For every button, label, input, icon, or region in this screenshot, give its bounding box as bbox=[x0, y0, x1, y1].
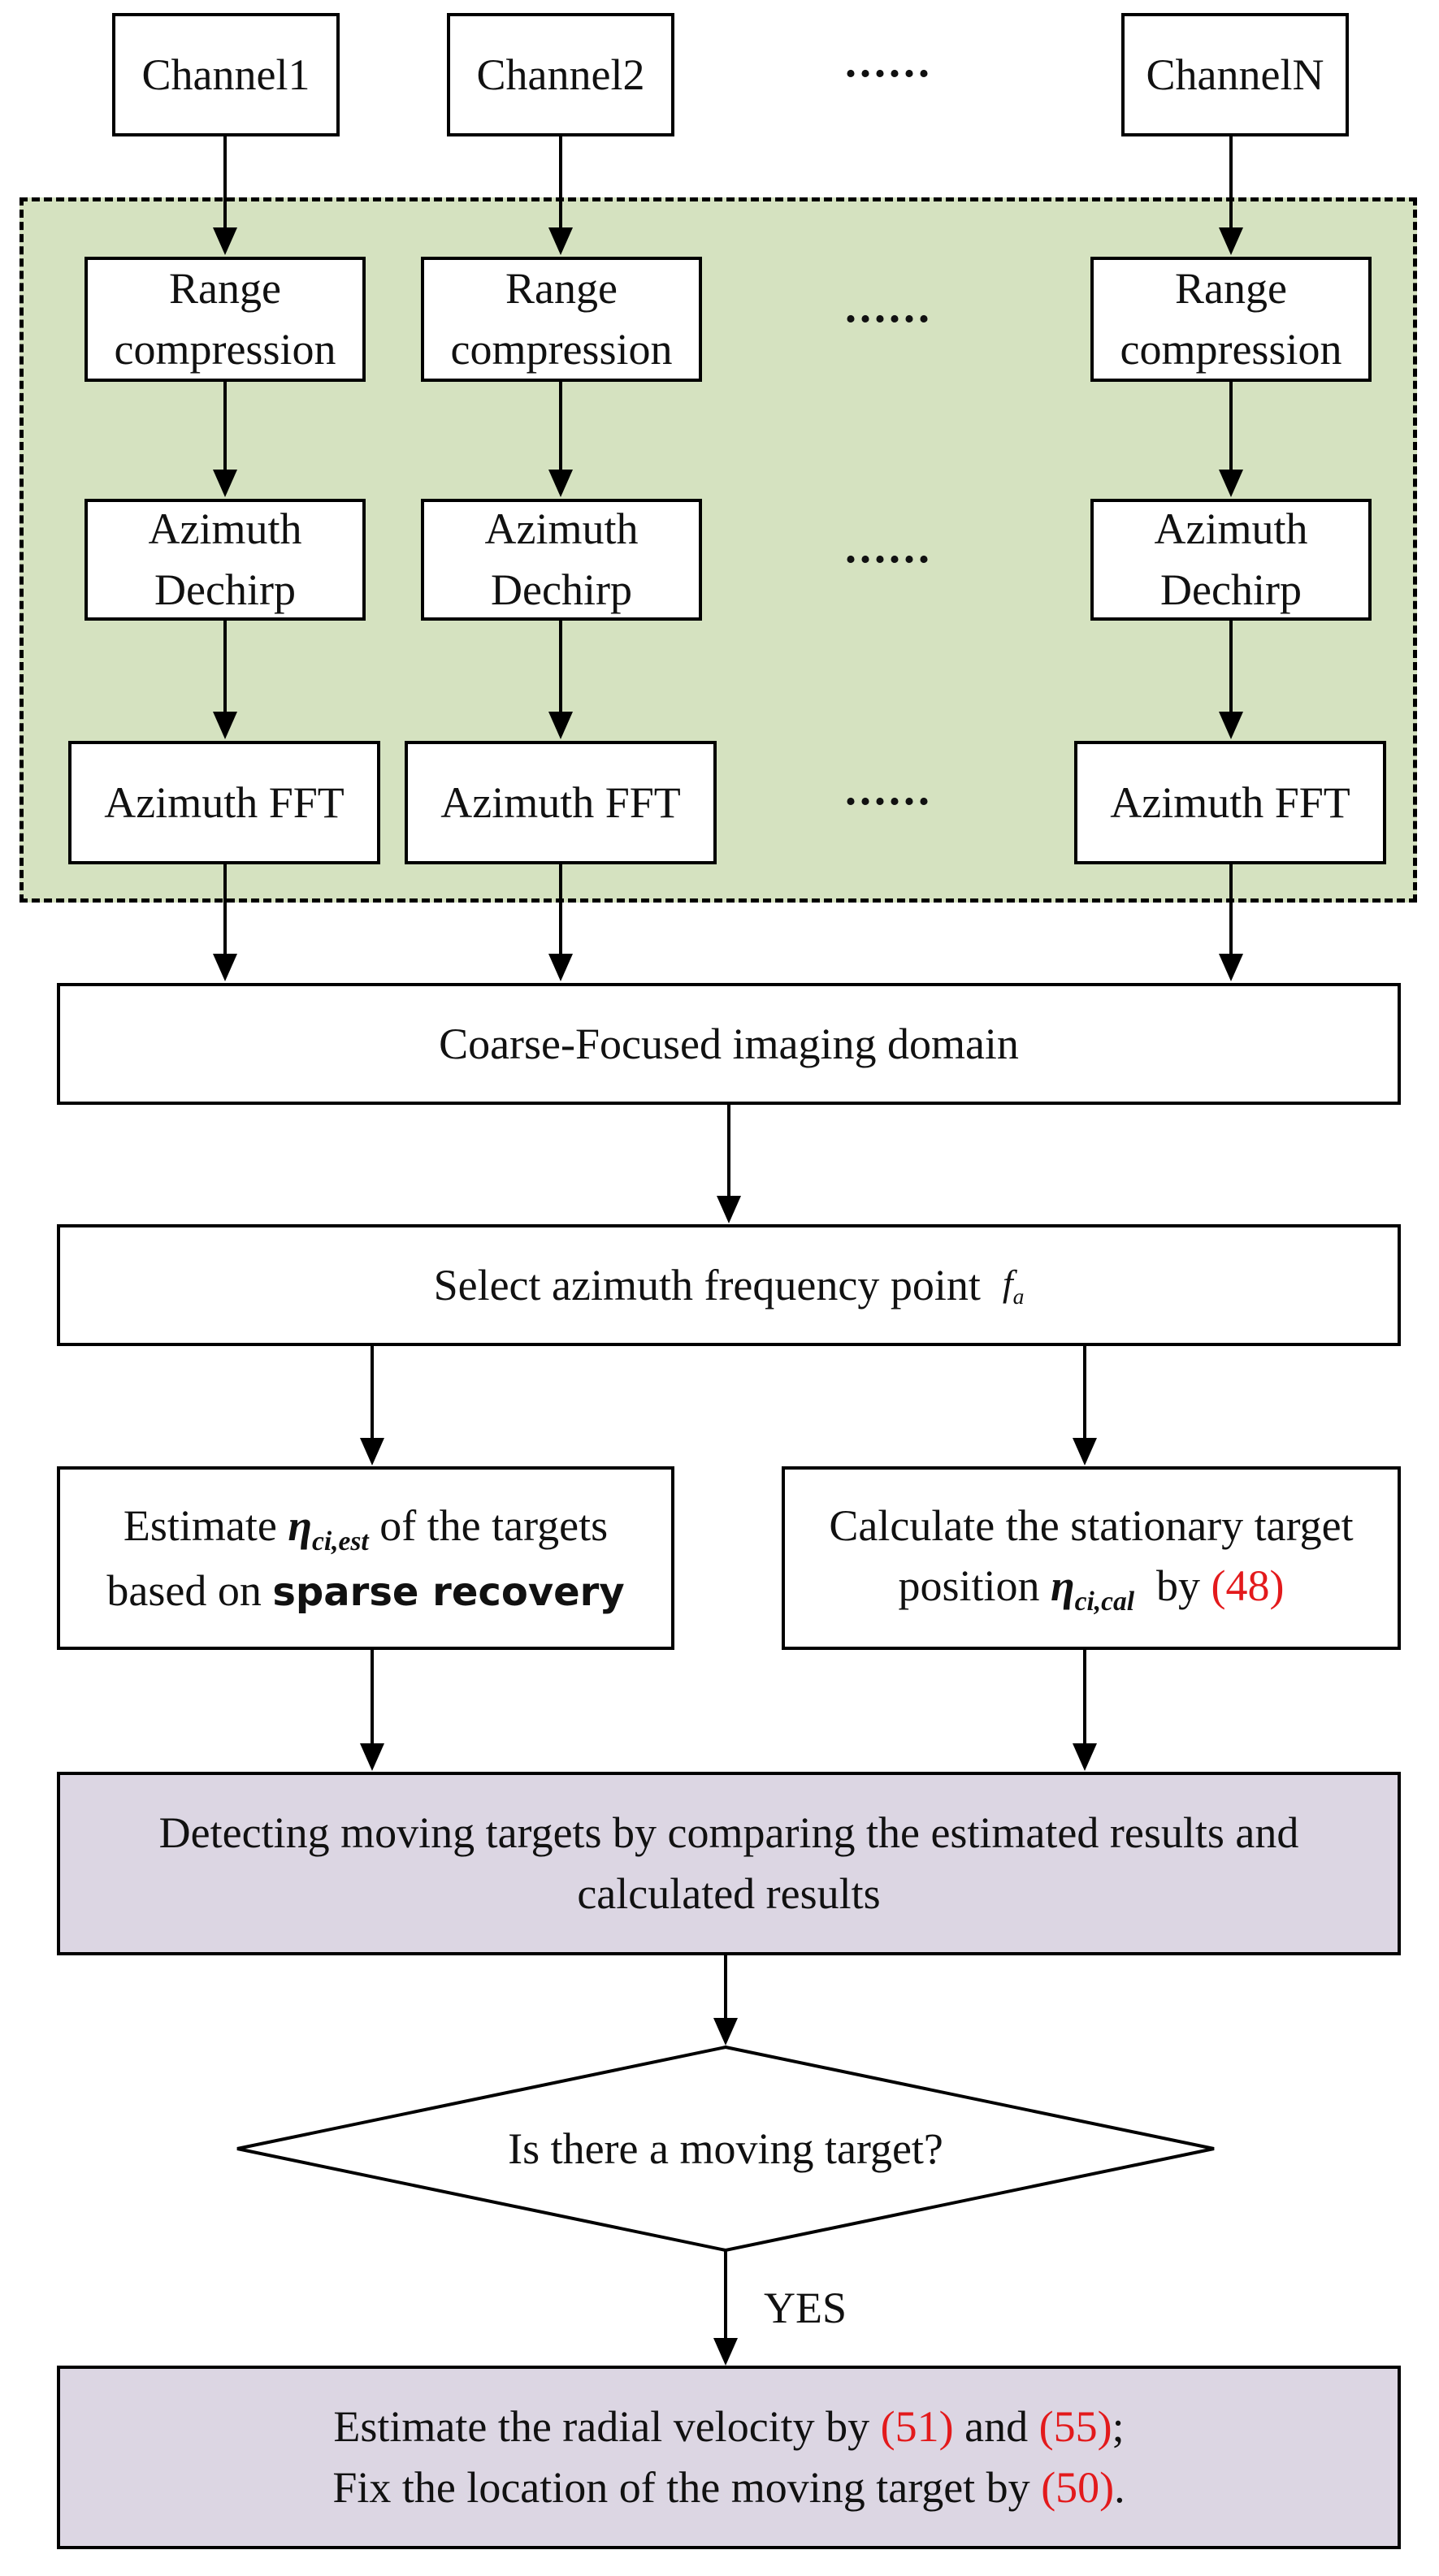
eta-est-base: η bbox=[288, 1500, 312, 1550]
arrowhead-coarse-select bbox=[717, 1196, 741, 1223]
arrowhead-c2-4 bbox=[548, 954, 573, 981]
range-compression-line2: compression bbox=[114, 325, 336, 374]
azimuth-fft-box-n: Azimuth FFT bbox=[1074, 741, 1386, 864]
final-estimate-box: Estimate the radial velocity by (51) and… bbox=[57, 2366, 1401, 2549]
frequency-symbol: fa bbox=[1003, 1258, 1025, 1312]
reference-51: (51) bbox=[880, 2402, 954, 2452]
azimuth-fft-box-1: Azimuth FFT bbox=[68, 741, 380, 864]
final-line2-pre: Fix the location of the moving target by bbox=[332, 2463, 1042, 2512]
estimate-eta-box: Estimate ηci,est of the targets based on… bbox=[57, 1466, 674, 1650]
azimuth-fft-label: Azimuth FFT bbox=[104, 777, 345, 827]
channel-2-label: Channel2 bbox=[476, 50, 645, 99]
decision-label: Is there a moving target? bbox=[234, 2045, 1217, 2253]
azimuth-dechirp-line2: Dechirp bbox=[154, 565, 296, 614]
sparse-recovery-text: sparse recovery bbox=[272, 1569, 625, 1615]
estimate-line2-pre: based on bbox=[106, 1565, 273, 1615]
range-compression-line1: Range bbox=[505, 264, 618, 314]
range-compression-ellipsis: ...... bbox=[845, 282, 933, 332]
range-compression-line1: Range bbox=[1175, 264, 1287, 314]
reference-55: (55) bbox=[1038, 2402, 1112, 2452]
coarse-focused-box: Coarse-Focused imaging domain bbox=[57, 983, 1401, 1105]
channel-1-label: Channel1 bbox=[141, 50, 310, 99]
arrowhead-select-estimate bbox=[360, 1438, 384, 1466]
calculate-line1: Calculate the stationary target bbox=[829, 1500, 1354, 1550]
detecting-line1: Detecting moving targets by comparing th… bbox=[158, 1808, 1299, 1858]
arrowhead-select-calculate bbox=[1073, 1438, 1097, 1466]
azimuth-dechirp-line1: Azimuth bbox=[148, 504, 302, 554]
final-line1-pre: Estimate the radial velocity by bbox=[333, 2402, 881, 2452]
range-compression-line2: compression bbox=[450, 325, 673, 374]
channel-ellipsis: ...... bbox=[845, 37, 933, 87]
select-frequency-label: Select azimuth frequency point bbox=[433, 1260, 981, 1310]
decision-text: Is there a moving target? bbox=[508, 2124, 943, 2173]
reference-50: (50) bbox=[1041, 2463, 1115, 2512]
arrowhead-detecting-decision bbox=[713, 2018, 738, 2046]
channel-2-box: Channel2 bbox=[447, 13, 674, 136]
coarse-focused-label: Coarse-Focused imaging domain bbox=[439, 1019, 1019, 1068]
azimuth-fft-box-2: Azimuth FFT bbox=[405, 741, 717, 864]
azimuth-dechirp-line1: Azimuth bbox=[484, 504, 639, 554]
detecting-line2: calculated results bbox=[577, 1869, 881, 1918]
estimate-pre: Estimate bbox=[123, 1500, 288, 1550]
azimuth-fft-label: Azimuth FFT bbox=[440, 777, 681, 827]
select-frequency-box: Select azimuth frequency point fa bbox=[57, 1224, 1401, 1346]
azimuth-dechirp-ellipsis: ...... bbox=[845, 522, 933, 573]
azimuth-dechirp-line1: Azimuth bbox=[1154, 504, 1308, 554]
calculate-line2-mid: by bbox=[1134, 1561, 1211, 1611]
range-compression-box-n: Range compression bbox=[1090, 257, 1372, 382]
arrowhead-cn-4 bbox=[1219, 954, 1243, 981]
final-line1-mid: and bbox=[953, 2402, 1039, 2452]
range-compression-line1: Range bbox=[169, 264, 281, 314]
final-line1-post: ; bbox=[1112, 2402, 1125, 2452]
final-line2-post: . bbox=[1114, 2463, 1125, 2512]
eta-est-sub: ci,est bbox=[311, 1526, 369, 1556]
reference-48: (48) bbox=[1211, 1561, 1285, 1611]
range-compression-box-1: Range compression bbox=[85, 257, 366, 382]
calculate-line2-pre: position bbox=[898, 1561, 1051, 1611]
calculate-eta-box: Calculate the stationary target position… bbox=[782, 1466, 1401, 1650]
estimate-post: of the targets bbox=[368, 1500, 609, 1550]
azimuth-fft-label: Azimuth FFT bbox=[1110, 777, 1350, 827]
arrowhead-c1-4 bbox=[213, 954, 237, 981]
azimuth-dechirp-line2: Dechirp bbox=[1160, 565, 1302, 614]
eta-est-symbol: ηci,est bbox=[288, 1500, 368, 1556]
azimuth-fft-ellipsis: ...... bbox=[845, 764, 933, 815]
range-compression-box-2: Range compression bbox=[421, 257, 702, 382]
channel-n-label: ChannelN bbox=[1146, 50, 1324, 99]
eta-cal-base: η bbox=[1050, 1561, 1075, 1611]
yes-label: YES bbox=[764, 2284, 847, 2332]
eta-cal-sub: ci,cal bbox=[1074, 1587, 1135, 1617]
arrowhead-calculate-detecting bbox=[1073, 1743, 1097, 1771]
frequency-symbol-sub: a bbox=[1012, 1284, 1025, 1310]
azimuth-dechirp-line2: Dechirp bbox=[491, 565, 632, 614]
range-compression-line2: compression bbox=[1120, 325, 1342, 374]
eta-cal-symbol: ηci,cal bbox=[1050, 1561, 1134, 1617]
channel-n-box: ChannelN bbox=[1121, 13, 1349, 136]
detecting-moving-targets-box: Detecting moving targets by comparing th… bbox=[57, 1772, 1401, 1955]
arrowhead-decision-final bbox=[713, 2338, 738, 2366]
arrowhead-estimate-detecting bbox=[360, 1743, 384, 1771]
channel-1-box: Channel1 bbox=[112, 13, 340, 136]
frequency-symbol-base: f bbox=[1002, 1262, 1013, 1305]
